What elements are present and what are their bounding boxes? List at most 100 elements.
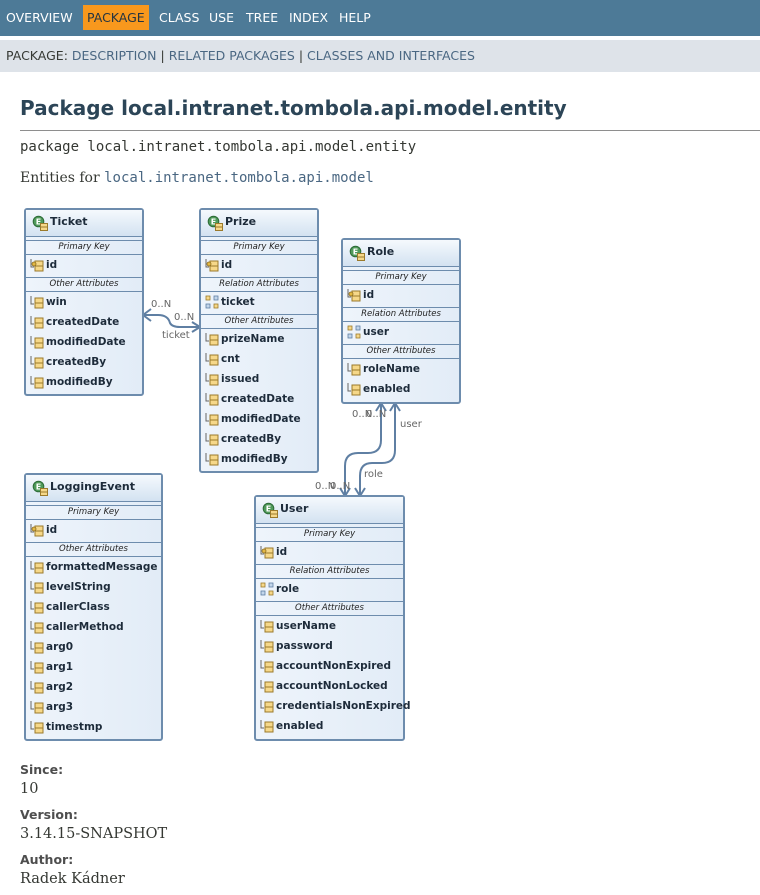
attribute-row[interactable]: accountNonExpired [256, 656, 403, 676]
section-header: Relation Attributes [343, 307, 459, 322]
attribute-row[interactable]: arg2 [26, 677, 161, 697]
since-label: Since: [20, 762, 64, 777]
attribute-row[interactable]: arg1 [26, 657, 161, 677]
attribute-name: prizeName [221, 333, 285, 345]
attribute-name: user [363, 326, 390, 338]
subnav-classes-link[interactable]: CLASSES AND INTERFACES [307, 48, 475, 63]
attribute-row[interactable]: id [26, 255, 142, 275]
section-header: Other Attributes [343, 344, 459, 359]
attribute-row[interactable]: accountNonLocked [256, 676, 403, 696]
ticket-prize-line [143, 314, 200, 328]
attribute-row[interactable]: modifiedDate [201, 409, 317, 429]
attribute-name: timestmp [46, 721, 103, 733]
attribute-row[interactable]: ticket [201, 292, 317, 312]
attribute-name: arg0 [46, 641, 74, 653]
attribute-row[interactable]: cnt [201, 349, 317, 369]
mult-ticket: 0..N [151, 299, 172, 310]
attribute-name: enabled [363, 383, 411, 395]
author-label: Author: [20, 852, 74, 867]
attribute-row[interactable]: arg0 [26, 637, 161, 657]
attribute-name: win [46, 296, 67, 308]
attribute-row[interactable]: levelString [26, 577, 161, 597]
attribute-row[interactable]: enabled [256, 716, 403, 736]
attribute-row[interactable]: callerMethod [26, 617, 161, 637]
mult-user-b: 0..N [330, 481, 351, 492]
subnav-prefix: PACKAGE: [6, 48, 68, 63]
attribute-row[interactable]: arg3 [26, 697, 161, 717]
attribute-row[interactable]: formattedMessage [26, 557, 161, 577]
version-value: 3.14.15-SNAPSHOT [20, 826, 168, 842]
attribute-row[interactable]: role [256, 579, 403, 599]
relation-label-role: role [364, 469, 383, 480]
svg-text:E: E [266, 505, 271, 514]
version-label: Version: [20, 807, 78, 822]
package-declaration: package local.intranet.tombola.api.model… [20, 139, 417, 155]
attribute-row[interactable]: win [26, 292, 142, 312]
nav-help-link[interactable]: HELP [339, 10, 371, 25]
attribute-name: userName [276, 620, 336, 632]
attribute-row[interactable]: userName [256, 616, 403, 636]
attribute-name: callerClass [46, 601, 110, 613]
section-header: Other Attributes [26, 277, 142, 292]
attribute-name: accountNonLocked [276, 680, 388, 692]
attribute-row[interactable]: callerClass [26, 597, 161, 617]
attribute-name: createdBy [46, 356, 107, 368]
attribute-name: roleName [363, 363, 421, 375]
attribute-row[interactable]: modifiedBy [201, 449, 317, 469]
attribute-row[interactable]: id [26, 520, 161, 540]
attribute-row[interactable]: createdBy [26, 352, 142, 372]
attribute-name: modifiedBy [221, 453, 288, 465]
section-header: Primary Key [343, 270, 459, 285]
page-title: Package local.intranet.tombola.api.model… [20, 96, 567, 120]
nav-package-tab[interactable]: PACKAGE [83, 5, 149, 30]
attribute-row[interactable]: id [256, 542, 403, 562]
parent-package-link[interactable]: local.intranet.tombola.api.model [104, 170, 374, 186]
attribute-name: id [363, 289, 375, 301]
nav-overview-link[interactable]: OVERVIEW [6, 10, 73, 25]
attribute-row[interactable]: timestmp [26, 717, 161, 737]
nav-tree-link[interactable]: TREE [246, 10, 279, 25]
attribute-row[interactable]: createdDate [201, 389, 317, 409]
svg-text:E: E [36, 483, 41, 492]
nav-index-link[interactable]: INDEX [289, 10, 329, 25]
relation-label-user: user [400, 419, 422, 430]
attribute-row[interactable]: createdDate [26, 312, 142, 332]
sub-nav-bar: PACKAGE: DESCRIPTION | RELATED PACKAGES … [0, 40, 760, 72]
attribute-name: callerMethod [46, 621, 124, 633]
attribute-row[interactable]: modifiedBy [26, 372, 142, 392]
attribute-name: role [276, 583, 300, 595]
attribute-row[interactable]: id [201, 255, 317, 275]
attribute-name: credentialsNonExpired [276, 700, 411, 712]
nav-use-link[interactable]: USE [209, 10, 234, 25]
attribute-row[interactable]: credentialsNonExpired [256, 696, 411, 716]
attribute-row[interactable]: enabled [343, 379, 459, 399]
subnav-description-link[interactable]: DESCRIPTION [71, 48, 157, 63]
attribute-name: password [276, 640, 333, 652]
svg-text:E: E [211, 218, 216, 227]
attribute-name: modifiedDate [46, 336, 126, 348]
attribute-row[interactable]: roleName [343, 359, 459, 379]
attribute-row[interactable]: createdBy [201, 429, 317, 449]
attribute-row[interactable]: issued [201, 369, 317, 389]
attribute-name: createdDate [46, 316, 120, 328]
top-nav-bar: OVERVIEW PACKAGE CLASS USE TREE INDEX HE… [0, 0, 760, 36]
attribute-row[interactable]: modifiedDate [26, 332, 142, 352]
attribute-row[interactable]: prizeName [201, 329, 317, 349]
attribute-name: arg1 [46, 661, 74, 673]
nav-class-link[interactable]: CLASS [159, 10, 200, 25]
attribute-name: enabled [276, 720, 324, 732]
attribute-name: accountNonExpired [276, 660, 392, 672]
attribute-row[interactable]: user [343, 322, 459, 342]
attribute-row[interactable]: password [256, 636, 403, 656]
subnav-related-packages-link[interactable]: RELATED PACKAGES [168, 48, 295, 63]
relation-label-ticket: ticket [162, 330, 190, 341]
entities-prefix: Entities for [20, 170, 100, 186]
attribute-row[interactable]: id [343, 285, 459, 305]
